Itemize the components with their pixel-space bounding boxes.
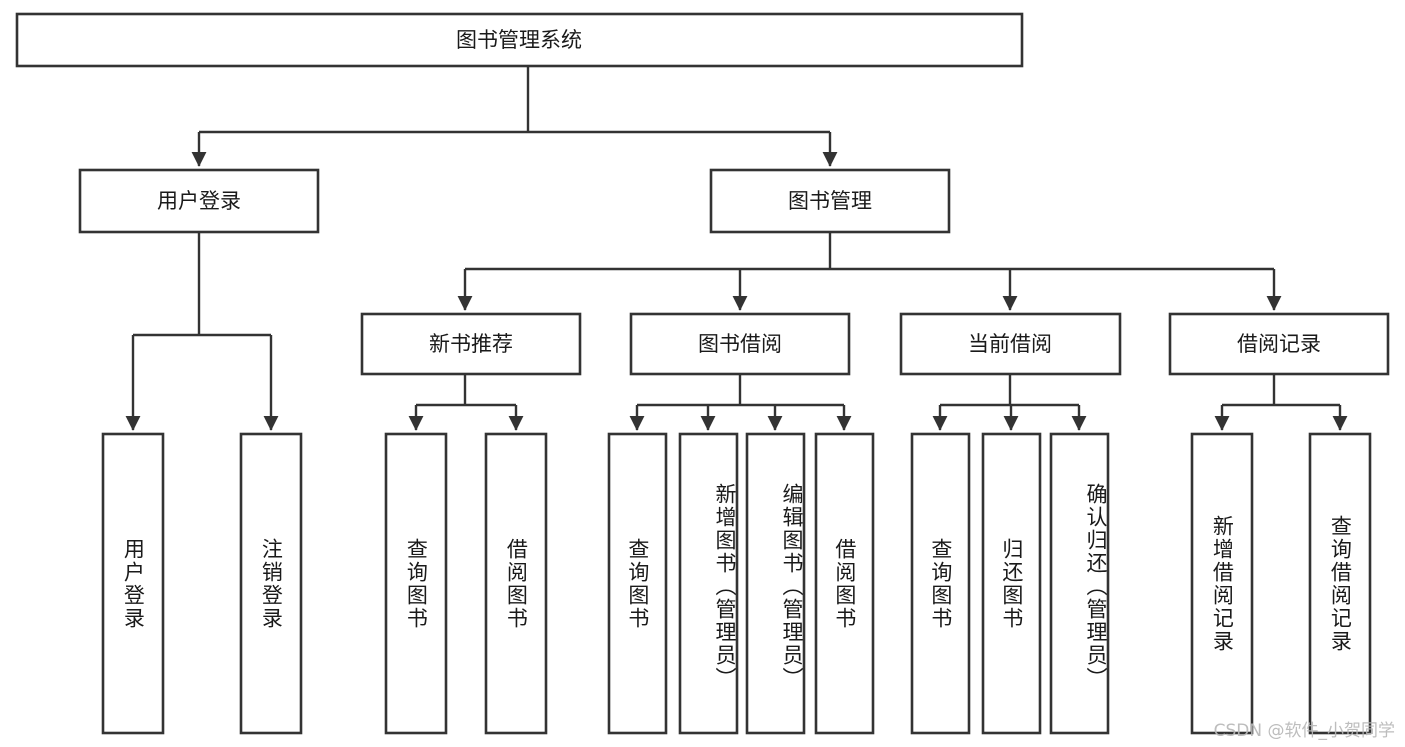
- leaf-box-query-books-current[interactable]: [910, 432, 971, 735]
- node-current-borrowing-box[interactable]: [899, 312, 1122, 376]
- node-book-management-box[interactable]: [709, 168, 951, 234]
- connectors: [125, 66, 1348, 431]
- leaf-box-query-books[interactable]: [607, 432, 668, 735]
- node-root[interactable]: 图书管理系统: [15, 12, 1024, 68]
- leaf-box-logout[interactable]: [239, 432, 303, 735]
- leaf-box-return-books[interactable]: [981, 432, 1042, 735]
- leaf-box-query-borrow-record[interactable]: [1308, 432, 1372, 735]
- leaf-box-add-borrow-record[interactable]: [1190, 432, 1254, 735]
- node-book-management[interactable]: 图书管理: [709, 168, 951, 234]
- node-root-label: 图书管理系统: [456, 28, 582, 52]
- leaf-box-borrow-books[interactable]: [814, 432, 875, 735]
- node-book-borrowing-label: 图书借阅: [698, 332, 782, 356]
- node-user-login-label: 用户登录: [157, 189, 241, 213]
- node-current-borrowing[interactable]: 当前借阅: [899, 312, 1122, 376]
- node-new-book-recommendation[interactable]: 新书推荐: [360, 312, 582, 376]
- leaf-box-add-book-admin[interactable]: [678, 432, 739, 735]
- node-new-book-recommendation-label: 新书推荐: [429, 332, 513, 356]
- node-user-login[interactable]: 用户登录: [78, 168, 320, 234]
- node-book-borrowing[interactable]: 图书借阅: [629, 312, 851, 376]
- leaf-boxes[interactable]: [101, 432, 1372, 735]
- node-borrow-records-label: 借阅记录: [1237, 332, 1321, 356]
- leaf-box-user-login[interactable]: [101, 432, 165, 735]
- csdn-watermark: CSDN @软件_小贺同学: [1213, 721, 1395, 741]
- node-book-management-label: 图书管理: [788, 189, 872, 213]
- node-borrow-records[interactable]: 借阅记录: [1168, 312, 1390, 376]
- leaf-box-query-books-new[interactable]: [384, 432, 448, 735]
- node-borrow-records-box[interactable]: [1168, 312, 1390, 376]
- node-current-borrowing-label: 当前借阅: [968, 332, 1052, 356]
- node-root-box[interactable]: [15, 12, 1024, 68]
- leaf-box-confirm-return-admin[interactable]: [1049, 432, 1110, 735]
- leaf-box-edit-book-admin[interactable]: [745, 432, 806, 735]
- leaf-box-borrow-books-new[interactable]: [484, 432, 548, 735]
- node-user-login-box[interactable]: [78, 168, 320, 234]
- node-book-borrowing-box[interactable]: [629, 312, 851, 376]
- node-new-book-recommendation-box[interactable]: [360, 312, 582, 376]
